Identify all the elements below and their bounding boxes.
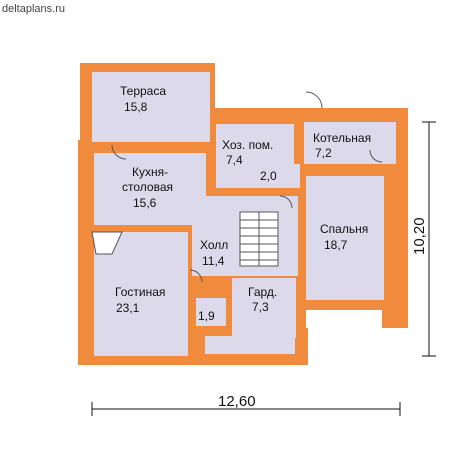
porch-floor — [205, 336, 295, 354]
room-area: 1,9 — [198, 309, 215, 323]
wc-floor — [196, 298, 226, 326]
wardrobe-floor — [232, 278, 296, 338]
fixtures — [91, 91, 383, 283]
room-name: Гард. — [248, 285, 277, 299]
room-area: 15,8 — [124, 100, 148, 114]
room-area: 7,2 — [315, 146, 332, 160]
fireplace-icon — [91, 231, 123, 255]
boiler-floor — [304, 122, 396, 164]
room-name: Хоз. пом. — [222, 138, 273, 152]
bath-floor — [250, 164, 300, 188]
height-label: 10,20 — [411, 217, 428, 255]
door-swing-icon — [305, 91, 323, 109]
room-area: 11,4 — [202, 254, 225, 268]
room-labels: Терраса 15,8 Хоз. пом. 7,4 Котельная 7,2… — [115, 84, 371, 323]
kitchen-floor — [94, 153, 206, 225]
room-name: Холл — [200, 238, 228, 252]
room-name: Гостиная — [115, 285, 165, 299]
room-name: Спальня — [320, 222, 368, 236]
room-area: 7,3 — [252, 300, 269, 314]
outside-cutout — [306, 310, 382, 328]
terrace-floor — [92, 72, 210, 142]
room-area: 18,7 — [324, 238, 348, 252]
room-name: Котельная — [313, 131, 371, 145]
room-area: 2,0 — [260, 169, 277, 183]
room-area: 15,6 — [133, 196, 157, 210]
room-area: 7,4 — [226, 153, 243, 167]
dimensions — [91, 121, 436, 416]
room-name-line2: столовая — [122, 180, 173, 194]
room-name-line1: Кухня- — [132, 165, 168, 179]
bedroom-floor — [306, 176, 384, 300]
room-area: 23,1 — [116, 301, 140, 315]
room-name: Терраса — [120, 84, 166, 98]
width-label: 12,60 — [218, 393, 256, 410]
watermark: deltaplans.ru — [2, 3, 65, 15]
